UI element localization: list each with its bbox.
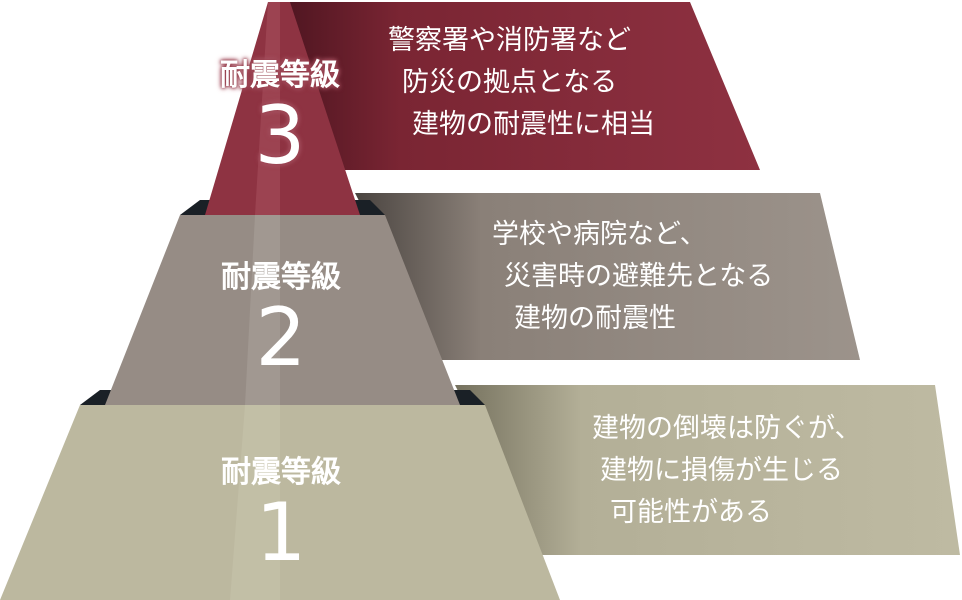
desc-line: 建物の耐震性に相当: [412, 109, 655, 140]
level3-label: 耐震等級 3: [180, 50, 380, 178]
desc-line: 学校や病院など、: [492, 219, 707, 250]
desc-line: 建物の倒壊は防ぐが、: [592, 413, 862, 444]
desc-line: 建物の耐震性: [514, 303, 676, 334]
level2-description: 学校や病院など、 災害時の避難先となる 建物の耐震性: [492, 214, 773, 340]
level1-title: 耐震等級: [221, 455, 341, 490]
level3-title: 耐震等級: [220, 58, 340, 93]
desc-line: 防災の拠点となる: [402, 67, 618, 98]
level3-panel: [280, 2, 760, 170]
level2-number: 2: [255, 291, 307, 384]
desc-line: 建物に損傷が生じる: [600, 455, 843, 486]
level3-description: 警察署や消防署など 防災の拠点となる 建物の耐震性に相当: [388, 20, 655, 146]
desc-line: 災害時の避難先となる: [504, 261, 774, 292]
level2-panel: [355, 193, 860, 360]
level2-label: 耐震等級 2: [181, 252, 381, 380]
level2-title: 耐震等級: [221, 260, 341, 295]
level1-panel: [455, 385, 960, 555]
level3-tier: [205, 2, 360, 215]
level1-description: 建物の倒壊は防ぐが、 建物に損傷が生じる 可能性がある: [592, 408, 861, 534]
desc-line: 可能性がある: [610, 497, 772, 528]
level1-label: 耐震等級 1: [181, 447, 381, 575]
level2-tier: [105, 215, 460, 405]
level3-number: 3: [254, 89, 306, 182]
desc-line: 警察署や消防署など: [388, 25, 631, 56]
level1-number: 1: [255, 486, 307, 579]
